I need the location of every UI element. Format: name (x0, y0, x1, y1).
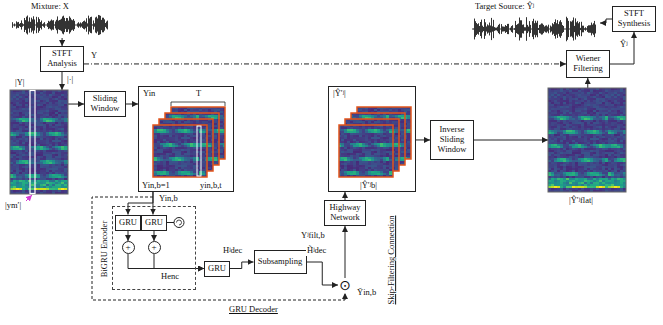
node-text: Yin,b=1 (141, 181, 171, 191)
node-text: Sliding Window (85, 94, 125, 114)
node-text: |Y| (14, 78, 26, 88)
node-text: Yin (142, 89, 156, 99)
connector (128, 231, 129, 242)
node-text: Target Source: Ŷʲ (474, 2, 535, 12)
connector (84, 63, 566, 64)
process-box: GRU (115, 215, 141, 231)
label: GRU Decoder (228, 305, 279, 315)
process-box: GRU (141, 215, 167, 231)
sum-node: + (148, 241, 161, 254)
path-part (171, 102, 225, 106)
line-part (167, 222, 174, 223)
node-text: T (195, 89, 202, 99)
rect-part (548, 88, 626, 192)
node-text: Wiener Filtering (567, 54, 609, 74)
rect-part (197, 126, 201, 176)
connector (128, 192, 153, 215)
rect-part (339, 125, 393, 177)
node-text: STFT Synthesis (613, 9, 655, 29)
connector (587, 78, 588, 88)
node-text: Highway Network (325, 203, 365, 223)
connector (416, 139, 430, 140)
label: Skip-Filtering Connection (387, 214, 397, 305)
connector (610, 32, 634, 64)
rect-part (10, 90, 68, 194)
skip-path (92, 197, 345, 300)
connector (474, 140, 548, 141)
process-box: STFT Analysis (40, 46, 84, 72)
edge-label: Ŷʲ (619, 40, 628, 50)
node-text: GRU (143, 218, 165, 228)
connector (68, 104, 84, 105)
illustration (329, 87, 417, 193)
path-part (177, 220, 182, 225)
node-text: GRU (117, 218, 139, 228)
tensor-panel: |Ŷ′ʲ| |Ŷ′ʲb| (328, 86, 416, 192)
label: |ym′| (4, 201, 22, 211)
label: Ỹin,b (356, 288, 377, 298)
edge-label: Yʲfilt,b (300, 231, 326, 241)
edge-label: Yin,b (158, 194, 179, 204)
illustration (548, 88, 626, 192)
leader-line (26, 195, 32, 201)
node-text: GRU (206, 264, 228, 274)
connector (128, 254, 204, 269)
connector (126, 104, 138, 105)
edge-label: |·| (66, 75, 74, 85)
connector (345, 192, 346, 200)
node-text: Subsampling (256, 257, 304, 267)
connector (154, 254, 204, 269)
spectrogram-node: |Ŷ′ʲflat| (548, 88, 626, 192)
label: Henc (160, 272, 180, 282)
process-box: STFT Synthesis (612, 6, 656, 32)
path-part (473, 17, 596, 42)
edge-label: Hʲdec (222, 246, 243, 256)
process-box: GRU (204, 261, 230, 277)
tensor-panel: Yin Tyin,b,t Yin,b=1 (138, 86, 234, 192)
edge-label: H̃ʲdec (306, 246, 327, 256)
connector (230, 262, 254, 269)
node-text: ⊙ (339, 278, 351, 292)
connector (600, 19, 612, 23)
node-text: Mixture: X (30, 2, 70, 12)
connector (345, 226, 346, 278)
process-box: Wiener Filtering (566, 50, 610, 78)
product-node: ⊙ (338, 278, 352, 292)
edge-label: Y (90, 51, 98, 61)
node-text: |Ŷ′ʲb| (359, 181, 378, 191)
connector (307, 262, 339, 285)
spectrogram-node: |Y| (10, 90, 68, 194)
encoder-region: BiGRU EncoderGRUGRU++ (112, 206, 196, 290)
rect-part (153, 125, 207, 177)
node-text: |Ŷ′ʲ| (332, 89, 347, 99)
sum-node: + (122, 241, 135, 254)
process-box: Sliding Window (84, 91, 126, 117)
illustration (139, 87, 235, 193)
waveform-node: Target Source: Ŷʲ (468, 2, 600, 44)
connector (62, 72, 63, 90)
connector (62, 38, 63, 46)
process-box: Subsampling (254, 250, 307, 274)
node-text: + (151, 243, 156, 252)
connector (154, 231, 155, 242)
circle-part (174, 218, 184, 228)
connector (152, 192, 153, 215)
process-box: Inverse Sliding Window (430, 120, 474, 160)
node-text: + (125, 243, 130, 252)
node-text: Inverse Sliding Window (431, 125, 473, 154)
illustration (10, 90, 68, 194)
node-text: STFT Analysis (41, 49, 83, 69)
node-text: |Ŷ′ʲflat| (568, 196, 594, 206)
waveform-node: Mixture: X (8, 2, 112, 38)
process-box: Highway Network (324, 200, 366, 226)
node-text: BiGRU Encoder (100, 221, 110, 277)
node-text: yin,b,t (199, 181, 223, 191)
rect-part (30, 91, 35, 194)
path-part (13, 15, 108, 35)
